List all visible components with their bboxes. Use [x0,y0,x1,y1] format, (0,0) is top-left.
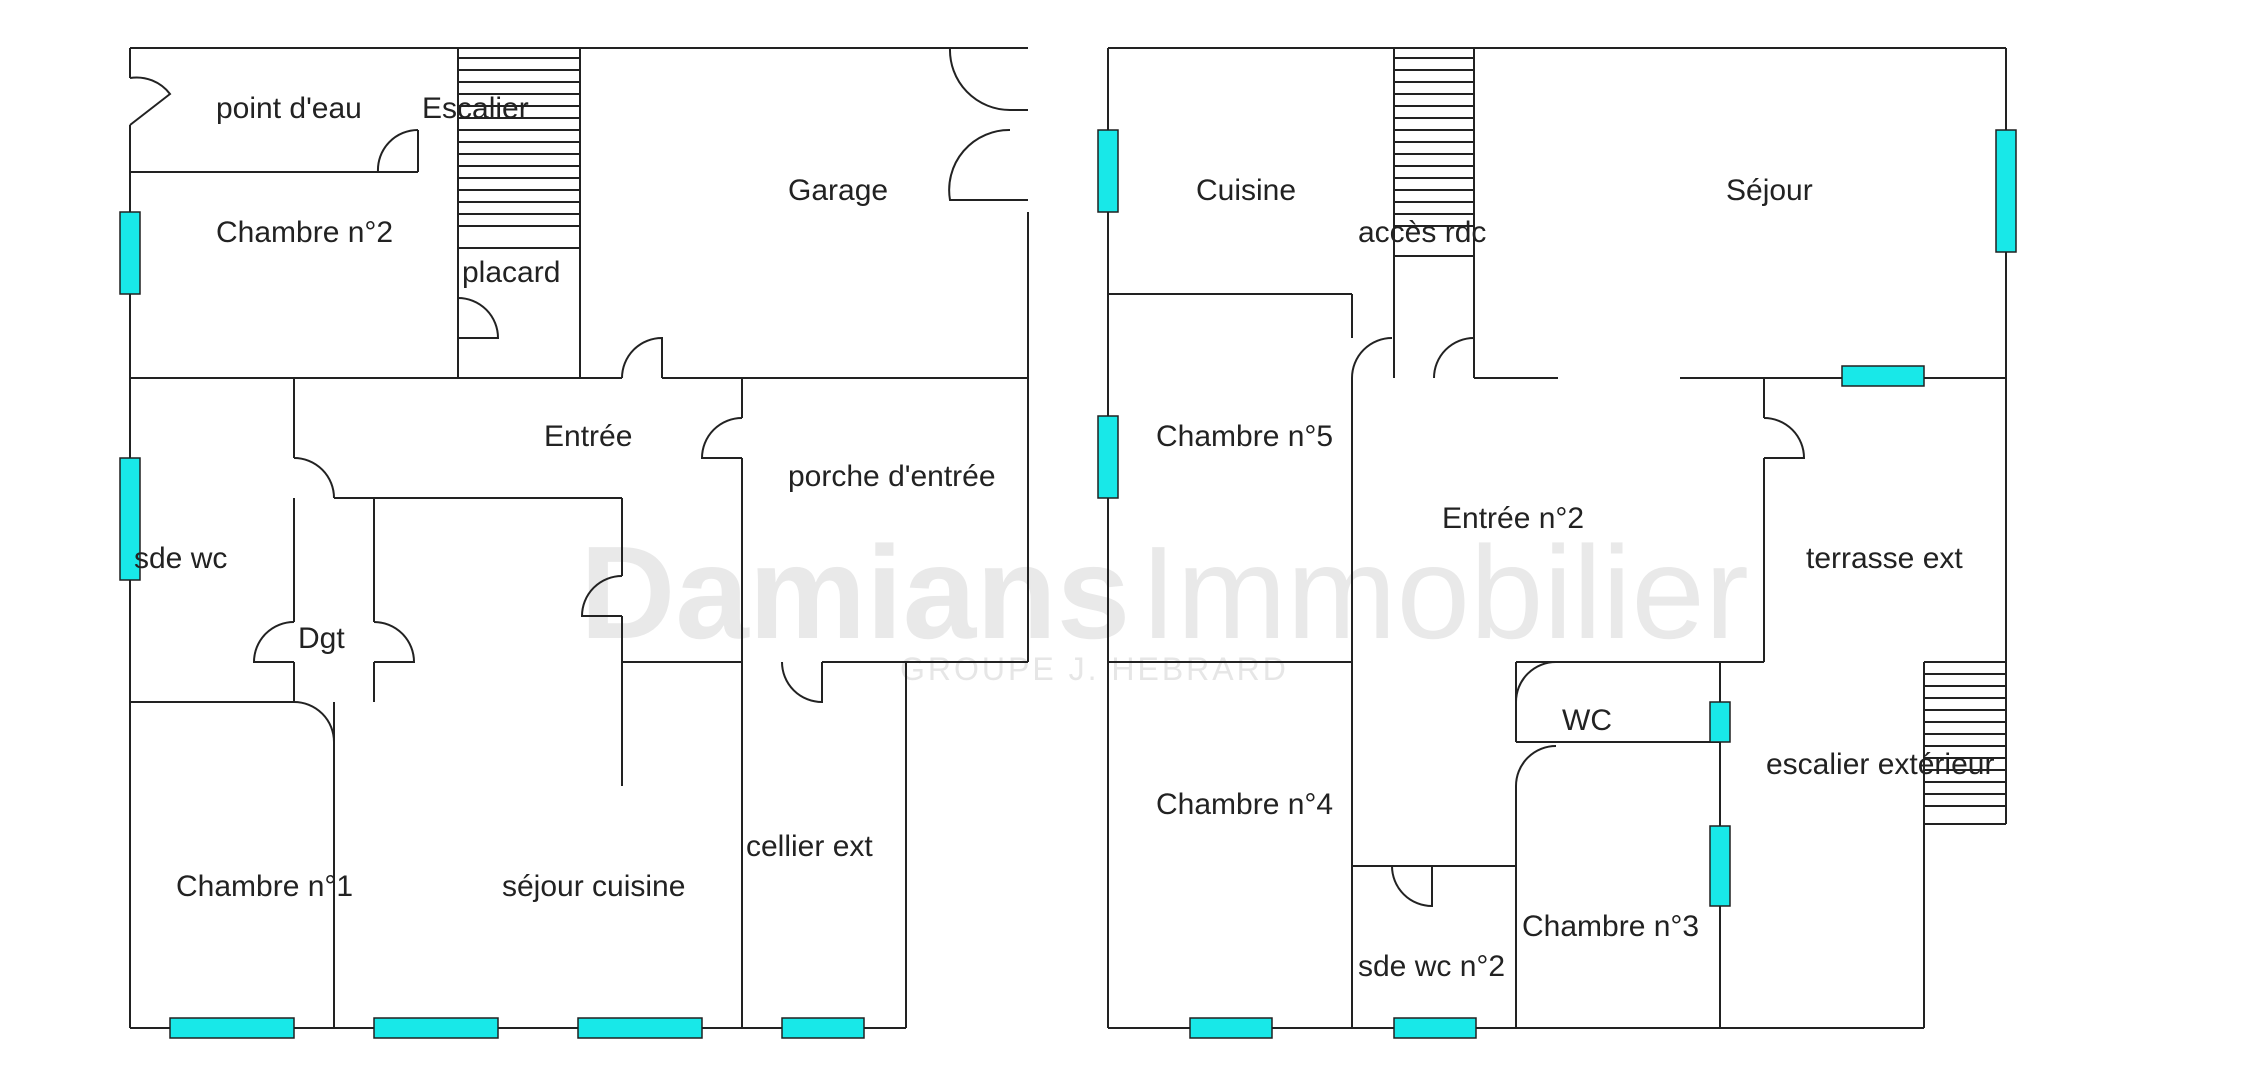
room-label-cellier: cellier ext [746,830,873,863]
room-label-sde-wc: sde wc [134,542,227,575]
floor-plan-upper: Cuisine accès rdc Séjour Chambre n°5 Ent… [1097,47,2017,1039]
door-sde-wc [293,457,335,499]
windows-ground [119,211,865,1039]
door-garage-double [948,47,1028,201]
door-garage-entree [621,336,663,379]
window [169,1017,295,1039]
window [1995,129,2017,253]
room-label-acces-rdc: accès rdc [1358,216,1486,249]
floor-plan-ground: point d'eau Escalier Garage Chambre n°2 … [119,47,1029,1039]
room-label-wc: WC [1562,704,1612,737]
room-label-chambre3: Chambre n°3 [1522,910,1699,943]
window [1709,825,1731,907]
room-label-chambre4: Chambre n°4 [1156,788,1333,821]
room-label-cuisine: Cuisine [1196,174,1296,207]
room-label-dgt: Dgt [298,622,345,655]
room-label-escalier: Escalier [422,92,529,125]
door-chambre5 [1351,337,1393,379]
room-label-porche: porche d'entrée [788,460,996,493]
window [119,457,141,581]
interior-walls [130,48,1028,1028]
window [1189,1017,1273,1039]
door-placard [457,297,500,339]
staircase-acces-rdc [1394,57,1474,227]
room-label-entree: Entrée [544,420,632,453]
door-chambre1 [293,701,335,743]
room-label-sejour: Séjour [1726,174,1813,207]
door-porche [700,417,743,459]
doors-upper [1351,337,1806,908]
staircase-ground [458,57,580,249]
door-acces-rdc [1433,337,1475,379]
window [1097,129,1119,213]
room-label-terrasse: terrasse ext [1806,542,1963,575]
window [1841,365,1925,387]
staircase-exterieur [1924,673,2006,807]
window [577,1017,703,1039]
window [1097,415,1119,499]
door-dgt-right [373,621,416,663]
door-point-eau [129,76,172,126]
watermark-brand-bold: Damians [580,519,1130,666]
room-label-sejour-cuisine: séjour cuisine [502,870,685,903]
doors-ground [129,47,1028,743]
room-label-chambre1: Chambre n°1 [176,870,353,903]
window [119,211,141,295]
door-chambre2 [376,128,419,173]
window [1709,701,1731,743]
watermark-brand-light: Immobilier [1140,519,1749,666]
window [1393,1017,1477,1039]
door-sejour [580,575,623,617]
room-label-placard: placard [462,256,560,289]
watermark-tagline: GROUPE J. HEBRARD [900,651,1289,687]
door-chambre3 [1515,745,1557,787]
window [373,1017,499,1039]
door-terrasse [1763,417,1806,459]
window [781,1017,865,1039]
room-label-escalier-ext: escalier extérieur [1766,748,1994,781]
door-sde-wc2 [1391,865,1433,908]
room-label-point-eau: point d'eau [216,92,362,125]
door-wc [1515,661,1557,703]
room-label-garage: Garage [788,174,888,207]
room-label-sde-wc2: sde wc n°2 [1358,950,1505,983]
room-labels-ground: point d'eau Escalier Garage Chambre n°2 … [134,92,996,903]
room-label-chambre5: Chambre n°5 [1156,420,1333,453]
room-labels-upper: Cuisine accès rdc Séjour Chambre n°5 Ent… [1156,174,1994,983]
room-label-entree2: Entrée n°2 [1442,502,1584,535]
room-label-chambre2: Chambre n°2 [216,216,393,249]
windows-upper [1097,129,2017,1039]
door-dgt-left [252,621,295,663]
watermark: Damians Immobilier GROUPE J. HEBRARD [580,519,1749,687]
door-cellier [781,661,823,704]
